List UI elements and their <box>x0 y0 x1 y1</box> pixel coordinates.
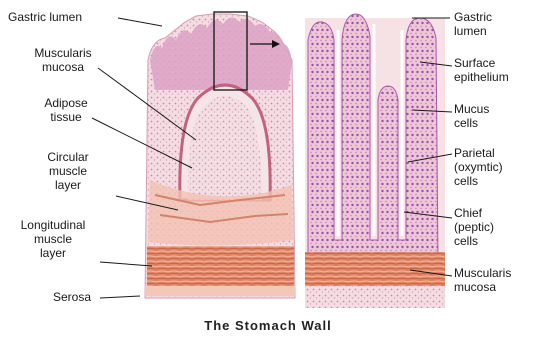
label-muscularis-mucosa-left: Muscularis mucosa <box>28 46 98 74</box>
label-gastric-lumen-right: Gastric lumen <box>454 10 534 38</box>
serosa-band <box>145 286 295 296</box>
muscularis-mucosa-band <box>305 252 445 286</box>
longitudinal-muscle-band <box>147 246 294 286</box>
label-adipose-tissue: Adipose tissue <box>40 96 92 124</box>
label-longitudinal-muscle-layer: Longitudinal muscle layer <box>8 218 98 260</box>
label-mucus-cells: Mucus cells <box>454 102 534 130</box>
label-muscularis-mucosa-right: Muscularis mucosa <box>454 266 534 294</box>
label-chief-cells: Chief (peptic) cells <box>454 206 534 248</box>
label-circular-muscle-layer: Circular muscle layer <box>36 150 100 192</box>
label-gastric-lumen-left: Gastric lumen <box>8 10 118 24</box>
label-surface-epithelium: Surface epithelium <box>454 56 534 84</box>
right-section-group <box>305 14 445 308</box>
figure-caption: The Stomach Wall <box>0 318 536 333</box>
label-parietal-cells: Parietal (oxymtic) cells <box>454 146 534 188</box>
left-section-group <box>145 12 295 298</box>
label-serosa: Serosa <box>44 290 100 304</box>
